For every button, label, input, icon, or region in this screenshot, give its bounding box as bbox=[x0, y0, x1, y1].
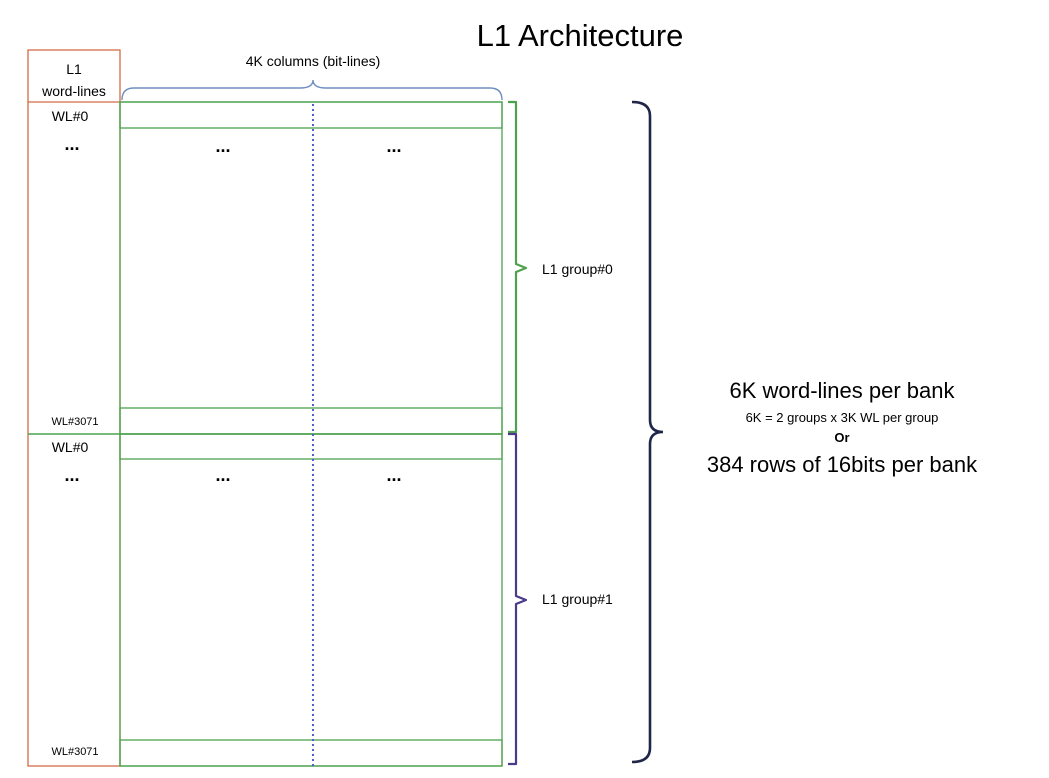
group1-first-row bbox=[119, 433, 503, 460]
wordline-box bbox=[27, 49, 121, 767]
diagram-title: L1 Architecture bbox=[477, 18, 684, 53]
group1-ellipsis-mid: ... bbox=[215, 465, 230, 485]
summary-line2: 6K = 2 groups x 3K WL per group bbox=[746, 410, 939, 425]
group0-ellipsis-mid: ... bbox=[215, 136, 230, 156]
group0-last-wl: WL#3071 bbox=[51, 416, 98, 428]
column-brace bbox=[121, 79, 503, 101]
group0-ellipsis-left: ... bbox=[64, 134, 79, 154]
wordline-header-line2: word-lines bbox=[41, 83, 106, 99]
bank-brace bbox=[631, 100, 664, 764]
group0-last-row bbox=[119, 407, 503, 435]
summary-line3: Or bbox=[834, 430, 849, 445]
wordline-header-line1: L1 bbox=[66, 61, 82, 77]
summary-line1: 6K word-lines per bank bbox=[729, 378, 955, 403]
group0-first-wl: WL#0 bbox=[52, 108, 89, 124]
group1-ellipsis-left: ... bbox=[64, 465, 79, 485]
columns-label: 4K columns (bit-lines) bbox=[246, 53, 381, 69]
group1-ellipsis-right: ... bbox=[386, 465, 401, 485]
group1-brace bbox=[508, 432, 528, 766]
group1-last-row bbox=[119, 739, 503, 767]
group0-brace bbox=[508, 100, 528, 434]
group1-first-wl: WL#0 bbox=[52, 439, 89, 455]
group1-label: L1 group#1 bbox=[542, 591, 613, 607]
group0-first-row bbox=[119, 101, 503, 129]
group1-last-wl: WL#3071 bbox=[51, 746, 98, 758]
summary-line4: 384 rows of 16bits per bank bbox=[707, 452, 978, 477]
group0-ellipsis-right: ... bbox=[386, 136, 401, 156]
group0-label: L1 group#0 bbox=[542, 261, 613, 277]
